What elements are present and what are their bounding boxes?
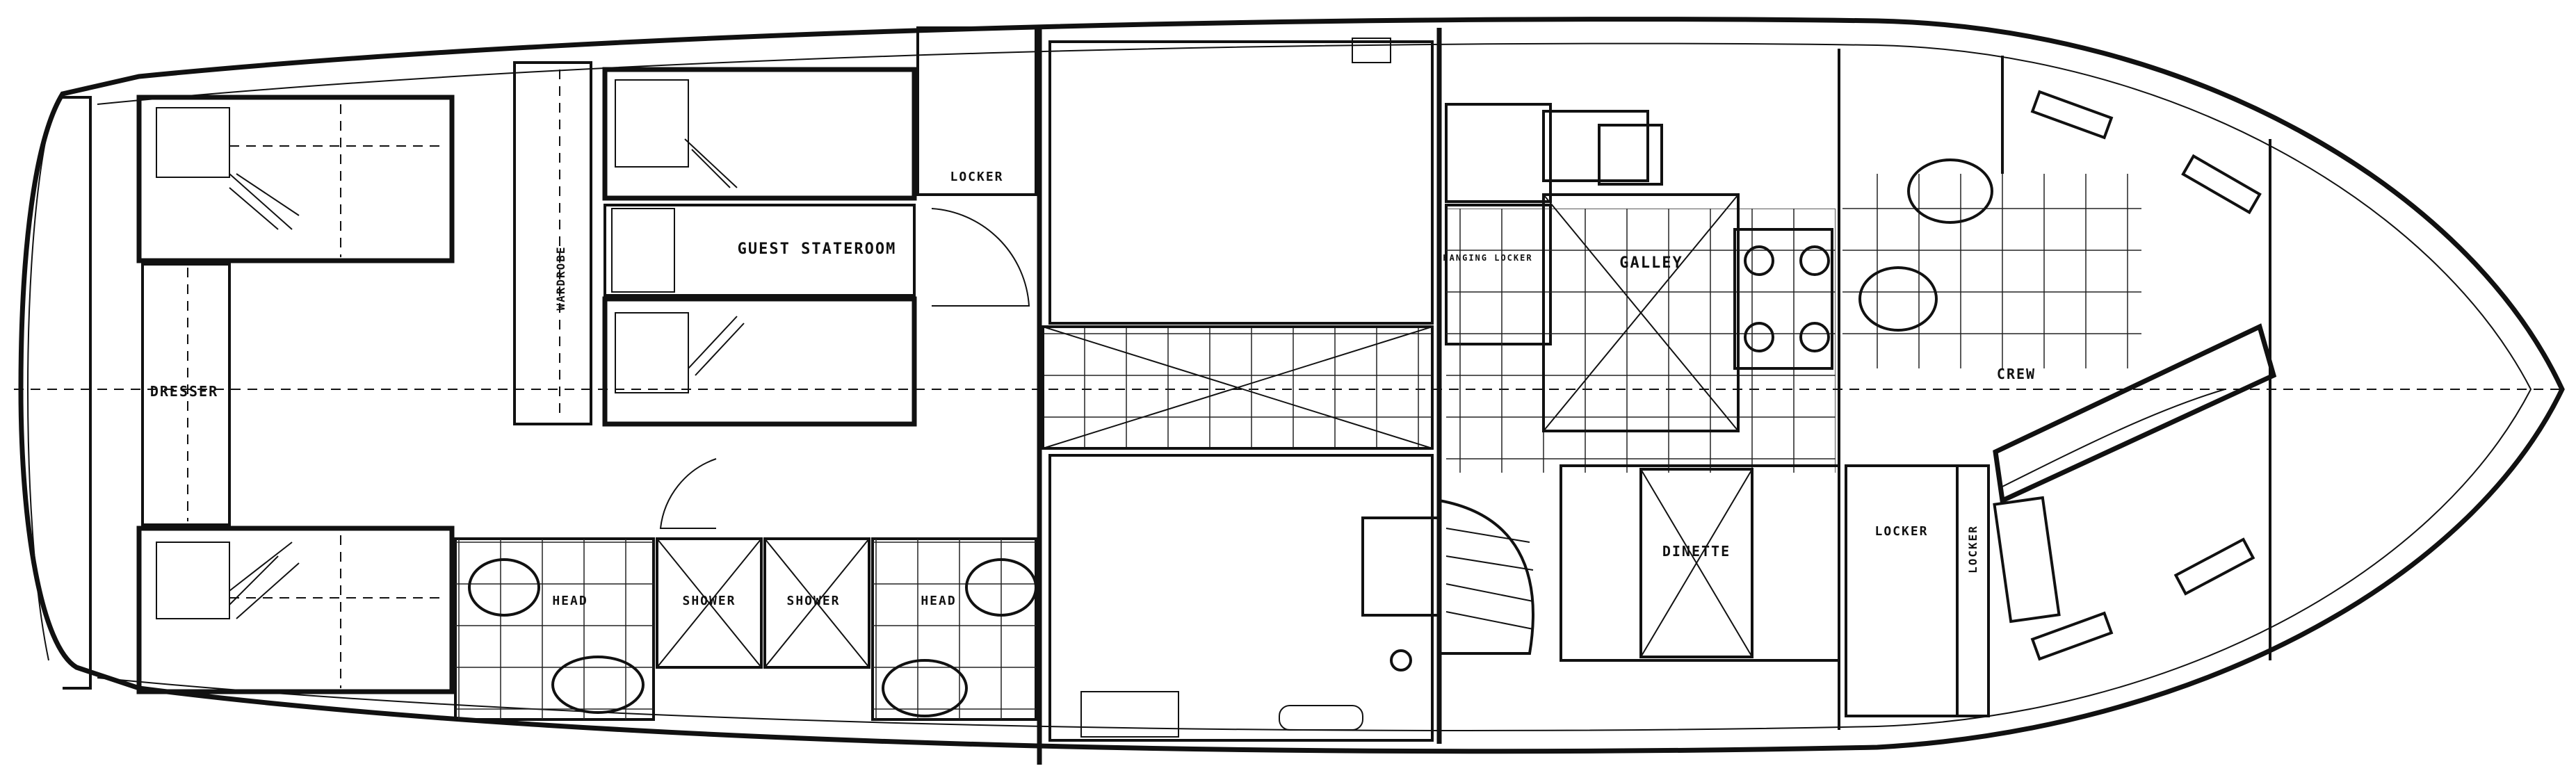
guest-lower-berth (602, 296, 917, 427)
label-dinette: DINETTE (1662, 543, 1731, 560)
crew-berth (1993, 323, 2277, 624)
shower-right (763, 537, 870, 669)
label-locker-lower: LOCKER (1874, 524, 1928, 539)
aft-upper-berth (136, 95, 455, 263)
label-crew: CREW (1997, 366, 2036, 382)
label-dresser: DRESSER (150, 383, 218, 400)
head-left (454, 537, 655, 721)
door-swing-aft (659, 458, 717, 529)
transom-curve (27, 124, 49, 661)
wardrobe (513, 61, 592, 425)
locker-vertical-box (1956, 464, 1990, 717)
label-head-right: HEAD (921, 594, 956, 608)
saloon-upper (1048, 40, 1434, 325)
dresser (141, 263, 231, 526)
hull-outline (18, 17, 2565, 754)
companionway-stairs (1361, 499, 1534, 672)
forward-head (1842, 158, 2141, 368)
tiled-passage (1042, 325, 1434, 450)
label-guest-stateroom: GUEST STATEROOM (738, 241, 897, 258)
lower-room-counter (1080, 691, 1179, 738)
label-shower-right: SHOWER (786, 594, 840, 608)
dinette (1560, 464, 1840, 662)
aft-lower-berth (136, 526, 455, 694)
guest-stateroom-room (604, 204, 916, 297)
shower-left (656, 537, 763, 669)
lower-room (1048, 454, 1434, 742)
locker-lower-box (1845, 464, 1959, 717)
label-shower-left: SHOWER (682, 594, 736, 608)
label-locker-vertical: LOCKER (1966, 525, 1979, 573)
label-galley: GALLEY (1619, 254, 1683, 272)
transom (63, 96, 92, 690)
lower-room-bench (1279, 705, 1363, 731)
head-right (871, 537, 1037, 721)
locker-top (916, 26, 1037, 196)
portlights (2030, 90, 2262, 661)
label-hanging-locker: HANGING LOCKER (1443, 253, 1532, 263)
hull-inner-line (97, 42, 2532, 731)
guest-upper-berth (602, 67, 917, 201)
door-swing-guest (931, 208, 1030, 307)
saloon-cabinet (1352, 38, 1391, 63)
galley (1445, 103, 1836, 473)
label-locker-top: LOCKER (950, 170, 1003, 184)
label-head-left: HEAD (552, 594, 588, 608)
label-wardrobe: WARDROBE (554, 245, 567, 310)
